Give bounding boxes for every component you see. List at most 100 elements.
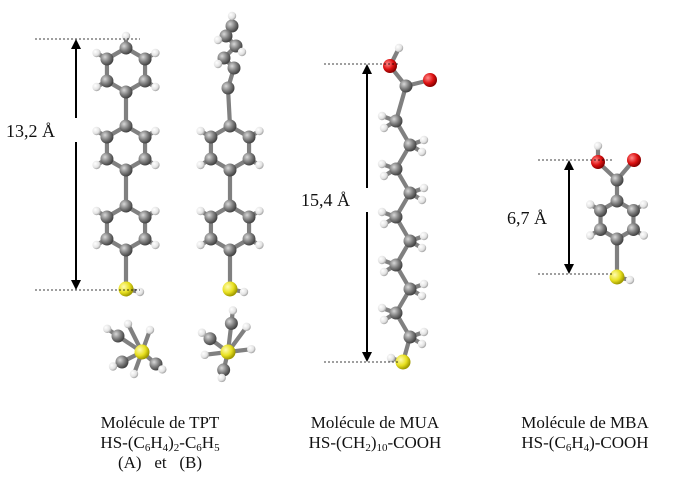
hydrogen-atom (639, 200, 649, 209)
carbon-atom (204, 232, 218, 246)
tpt-caption: Molécule de TPT HS-(C6H4)2-C6H5 (A) et (… (80, 413, 240, 473)
tpt-name: Molécule de TPT (100, 413, 220, 432)
carbon-atom (223, 199, 237, 213)
carbon-atom (119, 85, 133, 99)
hydrogen-atom (394, 43, 404, 53)
sulfur-atom (220, 344, 236, 360)
hydrogen-atom (255, 206, 264, 216)
hydrogen-atom (239, 287, 249, 297)
mba-length-label: 6,7 Å (507, 208, 547, 228)
hydrogen-atom (92, 206, 101, 216)
hydrogen-atom (377, 159, 387, 169)
carbon-atom (242, 130, 256, 144)
carbon-atom (115, 355, 129, 369)
hydrogen-atom (92, 48, 101, 58)
carbon-atom (626, 204, 640, 217)
oxygen-atom (591, 155, 605, 169)
carbon-atom (389, 258, 403, 272)
oxygen-atom (627, 153, 641, 167)
carbon-atom (100, 74, 114, 88)
hydrogen-atom (145, 325, 155, 335)
sulfur-atom (134, 344, 150, 360)
hydrogen-atom (419, 231, 429, 241)
carbon-atom (204, 130, 218, 144)
hydrogen-atom (129, 369, 139, 379)
carbon-atom (223, 119, 237, 133)
carbon-atom (242, 232, 256, 246)
carbon-atom (242, 152, 256, 166)
tpt-dimension: 13,2 Å (3, 38, 140, 291)
sulfur-atom (222, 281, 238, 297)
carbon-atom (100, 130, 114, 144)
hydrogen-atom (196, 160, 205, 170)
mua-length-label: 15,4 Å (301, 190, 350, 210)
hydrogen-atom (213, 59, 223, 69)
hydrogen-atom (151, 160, 160, 170)
carbon-atom (138, 232, 152, 246)
carbon-atom (204, 152, 218, 166)
carbon-atom (403, 186, 417, 200)
carbon-atom (389, 306, 403, 320)
carbon-atom (119, 41, 133, 55)
carbon-atom (227, 61, 241, 75)
carbon-atom (119, 163, 133, 177)
carbon-atom (403, 138, 417, 152)
hydrogen-atom (377, 111, 387, 121)
hydrogen-atom (151, 82, 160, 92)
mba-dimension: 6,7 Å (505, 159, 612, 275)
hydrogen-atom (121, 31, 131, 41)
carbon-atom (100, 152, 114, 166)
hydrogen-atom (417, 195, 427, 205)
hydrogen-atom (123, 319, 133, 329)
carbon-atom (138, 210, 152, 224)
carbon-atom (204, 210, 218, 224)
hydrogen-atom (217, 373, 226, 383)
mua-formula: HS-(CH2)10-COOH (308, 433, 442, 454)
carbon-atom (138, 74, 152, 88)
label-and: et (154, 453, 167, 472)
carbon-atom (610, 232, 624, 246)
mua-dimension: 15,4 Å (298, 63, 400, 363)
carbon-atom (610, 194, 624, 208)
mua-caption: Molécule de MUA HS-(CH2)10-COOH (285, 413, 465, 454)
hydrogen-atom (151, 240, 160, 250)
carbon-atom (119, 243, 133, 257)
hydrogen-atom (151, 126, 160, 136)
hydrogen-atom (213, 35, 223, 45)
carbon-atom (403, 330, 417, 344)
hydrogen-atom (151, 48, 160, 58)
hydrogen-atom (247, 344, 256, 354)
carbon-atom (403, 234, 417, 248)
hydrogen-atom (379, 171, 389, 181)
carbon-atom (138, 130, 152, 144)
oxygen-atom (423, 73, 437, 87)
hydrogen-atom (228, 306, 238, 315)
hydrogen-atom (227, 11, 237, 21)
carbon-atom (219, 29, 233, 43)
bonds-layer (94, 13, 646, 381)
hydrogen-atom (237, 47, 247, 57)
hydrogen-atom (379, 315, 389, 325)
carbon-atom (594, 204, 608, 217)
hydrogen-atom (196, 240, 205, 250)
carbon-atom (594, 223, 608, 236)
sulfur-atom (609, 269, 625, 285)
hydrogen-atom (419, 327, 429, 337)
hydrogen-atom (255, 160, 264, 170)
hydrogen-atom (196, 126, 205, 136)
hydrogen-atom (92, 126, 101, 136)
carbon-atom (389, 210, 403, 224)
carbon-atom (224, 316, 238, 330)
hydrogen-atom (419, 279, 429, 289)
carbon-atom (223, 163, 237, 177)
carbon-atom (242, 210, 256, 224)
hydrogen-atom (377, 207, 387, 217)
carbon-atom (221, 81, 235, 95)
label-a: (A) (117, 453, 142, 472)
hydrogen-atom (377, 255, 387, 265)
hydrogen-atom (242, 322, 251, 332)
hydrogen-atom (417, 243, 427, 253)
carbon-atom (119, 199, 133, 213)
hydrogen-atom (379, 267, 389, 277)
hydrogen-atom (585, 200, 595, 209)
